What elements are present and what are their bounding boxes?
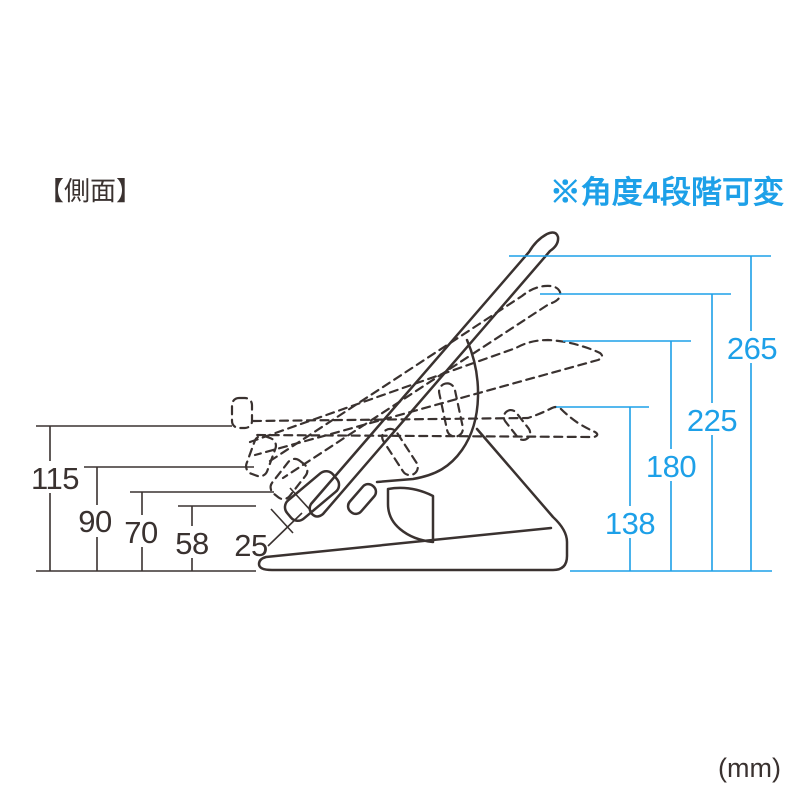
plate-position-225 [268, 284, 562, 501]
dimensions-right: 265 225 180 138 [509, 255, 778, 572]
support-column [386, 486, 435, 544]
dim-label-265: 265 [727, 331, 777, 366]
dim-label-90: 90 [78, 504, 112, 539]
tablet-plate-dashed-138 [251, 405, 599, 439]
dim-label-138: 138 [605, 506, 655, 541]
dim-label-180: 180 [646, 449, 696, 484]
dim-line-115 [36, 425, 232, 571]
plate-lip-solid [283, 469, 341, 523]
dim-label-70: 70 [124, 515, 158, 550]
dim-line-265 [509, 255, 771, 571]
plate-position-180 [244, 338, 604, 478]
prop-arm-solid [346, 482, 378, 516]
label-bg-70 [123, 515, 159, 547]
dim-leader-25 [267, 487, 313, 547]
dimensions-left: 115 90 70 58 25 [31, 425, 313, 572]
plate-position-138 [230, 396, 599, 441]
dim-line-138 [556, 406, 649, 571]
dim-label-58: 58 [175, 526, 208, 561]
label-bg-180 [645, 449, 697, 481]
dim-label-225: 225 [687, 403, 737, 438]
pivot-fan-arc [375, 338, 480, 484]
label-bg-115 [31, 461, 79, 493]
tablet-plate-solid [308, 231, 560, 518]
dim-label-25: 25 [234, 528, 267, 563]
tablet-plate-dashed-180 [248, 338, 604, 457]
plate-foot-dashed-180 [244, 434, 278, 478]
view-title: 【側面】 [38, 176, 142, 206]
plate-foot-dashed-138 [230, 396, 254, 430]
prop-arm-dashed-225 [381, 427, 419, 477]
dim-label-115: 115 [31, 461, 79, 496]
plate-foot-dashed-225 [269, 457, 309, 501]
tablet-plate-dashed-225 [268, 284, 562, 480]
label-bg-265 [726, 331, 778, 363]
prop-arm-dashed-180 [437, 382, 465, 438]
label-bg-225 [686, 403, 738, 435]
label-bg-58 [174, 526, 210, 558]
stand-drawing [257, 231, 569, 572]
prop-arm-dashed-138 [502, 409, 532, 441]
label-bg-138 [604, 506, 656, 538]
unit-label: (mm) [718, 753, 781, 783]
label-bg-90 [77, 505, 113, 537]
angle-note: ※角度4段階可変 [550, 175, 784, 210]
base-outline [257, 427, 569, 572]
